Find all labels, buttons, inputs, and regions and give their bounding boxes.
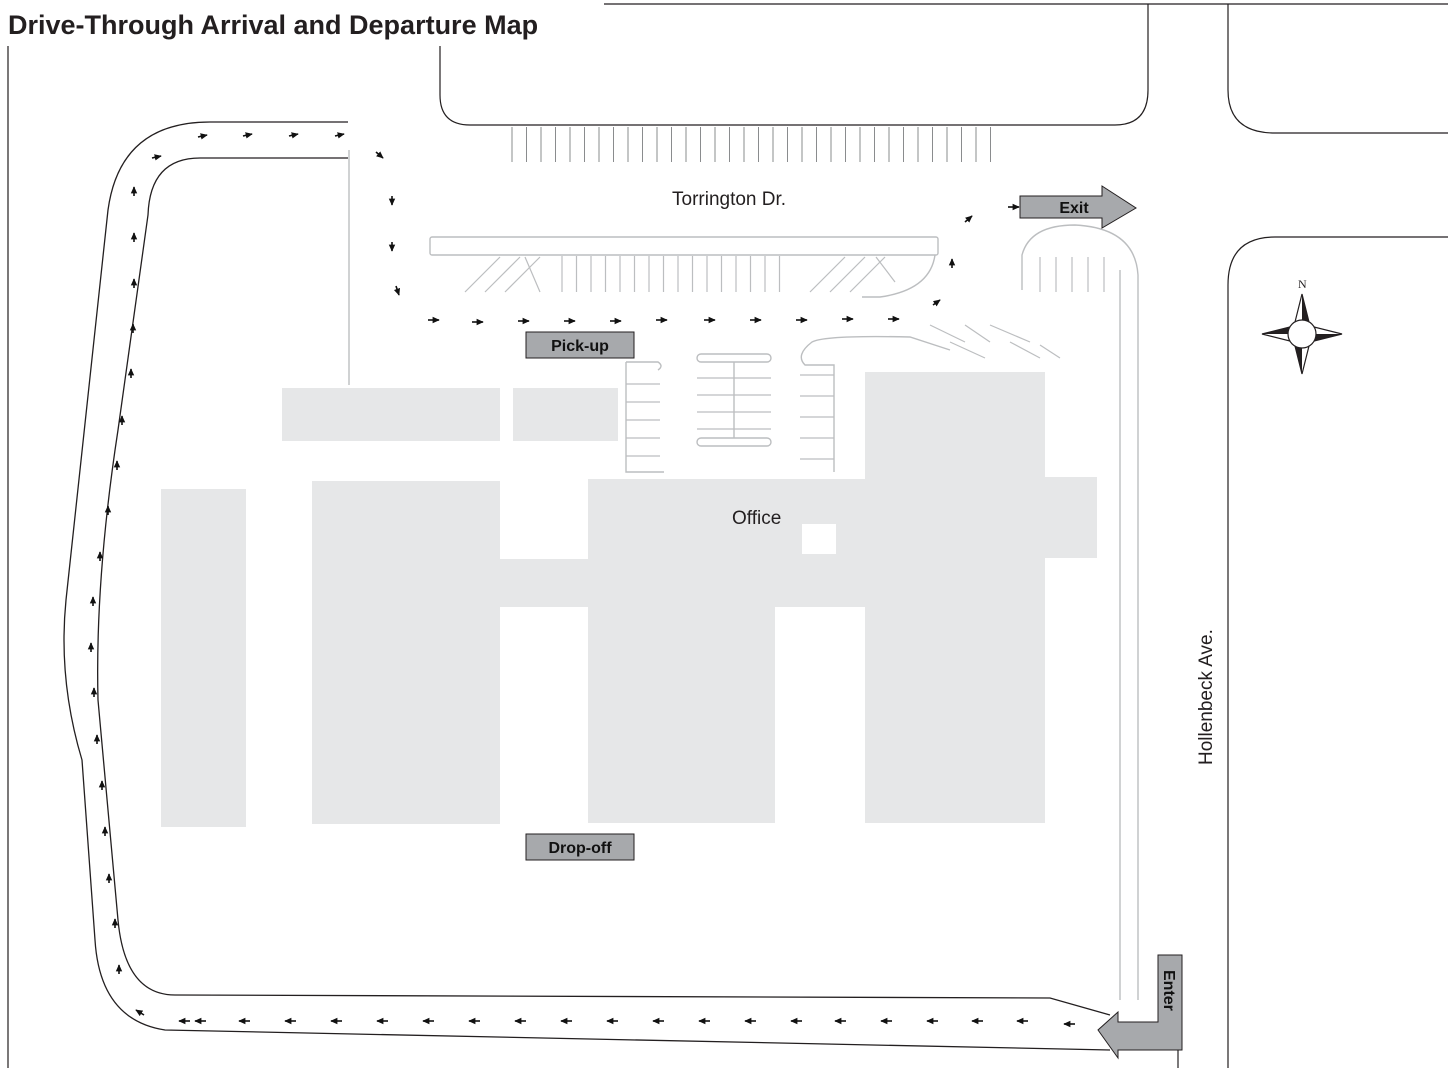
dropoff-sign: Drop-off <box>525 833 635 861</box>
street-label-hollenbeck: Hollenbeck Ave. <box>1196 629 1217 765</box>
pickup-sign-label: Pick-up <box>551 338 609 355</box>
direction-arrow-icon <box>197 133 208 140</box>
enter-sign: Enter <box>1097 954 1183 1060</box>
exit-sign: Exit <box>1019 185 1137 229</box>
direction-arrow-icon <box>242 132 253 139</box>
parking-space-stripes <box>464 256 1105 460</box>
street-label-torrington: Torrington Dr. <box>672 189 786 210</box>
parking-stripe <box>829 256 866 293</box>
parking-lot-outlines <box>348 150 1139 1000</box>
direction-arrow-icon <box>334 132 345 139</box>
school-buildings <box>161 372 1097 827</box>
dropoff-sign-label: Drop-off <box>548 840 612 857</box>
enter-sign-label: Enter <box>1160 970 1177 1011</box>
parking-stripe <box>849 256 886 293</box>
parking-stripe <box>504 256 541 293</box>
direction-arrow-icon <box>393 285 401 296</box>
street-parking-stripes <box>511 127 991 162</box>
exit-sign-label: Exit <box>1059 200 1089 217</box>
parking-stripe <box>964 324 991 343</box>
parking-stripe <box>464 256 501 293</box>
direction-arrow-icon <box>288 132 299 139</box>
direction-arrow-icon <box>135 1009 145 1017</box>
map-frame <box>7 3 1448 1068</box>
drive-lane <box>63 121 1111 1051</box>
page-title: Drive-Through Arrival and Departure Map <box>0 0 604 46</box>
parking-stripe <box>524 256 541 293</box>
direction-arrow-icon <box>964 215 973 223</box>
street-curbs <box>439 4 1448 1068</box>
courtyard <box>802 524 836 554</box>
direction-arrow-icon <box>375 151 384 159</box>
direction-arrow-icon <box>932 299 941 307</box>
building-label-office: Office <box>732 508 781 529</box>
parking-stripe <box>875 256 896 283</box>
direction-arrow-icon <box>151 154 162 161</box>
parking-stripe <box>809 256 846 293</box>
direction-arrows <box>87 132 1075 1028</box>
compass-rose-icon: N <box>1261 277 1343 375</box>
parking-stripe <box>929 324 966 343</box>
parking-stripe <box>484 256 521 293</box>
compass-n-label: N <box>1298 277 1307 291</box>
pickup-sign: Pick-up <box>525 331 635 359</box>
parking-stripe <box>1039 344 1061 359</box>
parking-stripe <box>1009 341 1041 359</box>
parking-stripe <box>949 341 986 359</box>
parking-stripe <box>989 324 1031 343</box>
